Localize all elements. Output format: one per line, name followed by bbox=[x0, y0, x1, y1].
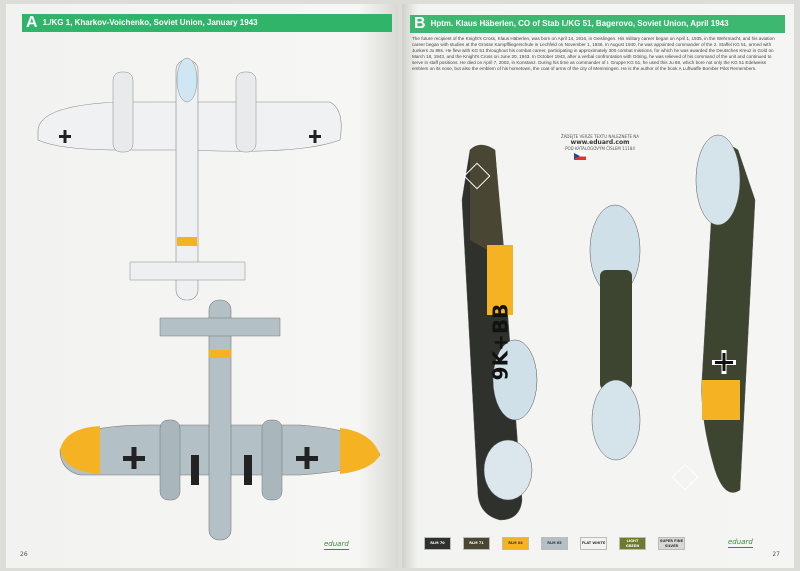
note-text: ŽÁDEJTE VERZE TEXTU NALEZNETE NA bbox=[560, 134, 640, 139]
brand-logo: eduard bbox=[324, 540, 349, 550]
profile-b-header: B Hptm. Klaus Häberlen, CO of Stab I./KG… bbox=[410, 15, 785, 33]
color-legend: RLM 70 RLM 71 RLM 04 RLM 65 FLAT WHITE LIGHT … bbox=[424, 537, 694, 550]
eduard-url: www.eduard.com bbox=[570, 139, 630, 146]
page-number: 26 bbox=[20, 551, 28, 558]
swatch-spacer bbox=[493, 537, 499, 550]
swatch-spacer bbox=[532, 537, 538, 550]
color-swatch: LIGHT GREEN bbox=[619, 537, 646, 550]
swatch-spacer bbox=[454, 537, 460, 550]
color-swatch: RLM 71 bbox=[463, 537, 490, 550]
swatch-spacer bbox=[610, 537, 616, 550]
brand-logo: eduard bbox=[728, 538, 753, 548]
profile-title: Hptm. Klaus Häberlen, CO of Stab I./KG 5… bbox=[430, 19, 729, 28]
profile-b-intro: B Hptm. Klaus Häberlen, CO of Stab I./KG… bbox=[410, 15, 785, 72]
profile-description: The future recipient of the Knight's Cro… bbox=[412, 36, 775, 71]
color-swatch: RLM 65 bbox=[541, 537, 568, 550]
aircraft-code: 9K+BB bbox=[488, 303, 513, 381]
page-number: 27 bbox=[772, 551, 780, 558]
color-swatch: SUPER FINE SILVER bbox=[658, 537, 685, 550]
profile-a-header: A 1./KG 1, Kharkov-Voichenko, Soviet Uni… bbox=[22, 14, 392, 32]
balkenkreuz-icon bbox=[59, 130, 321, 143]
note-text-2: POD KATALOGOVÝM ČÍSLEM 11184 bbox=[565, 146, 635, 151]
color-swatch: RLM 04 bbox=[502, 537, 529, 550]
eduard-note: ŽÁDEJTE VERZE TEXTU NALEZNETE NA www.edu… bbox=[560, 134, 640, 160]
swatch-spacer bbox=[688, 537, 694, 550]
profile-letter: A bbox=[26, 14, 38, 31]
color-swatch: RLM 70 bbox=[424, 537, 451, 550]
czech-flag-icon bbox=[574, 153, 586, 160]
swatch-spacer bbox=[571, 537, 577, 550]
color-swatch: FLAT WHITE bbox=[580, 537, 607, 550]
swatch-spacer bbox=[649, 537, 655, 550]
profile-letter: B bbox=[414, 15, 426, 32]
profile-title: 1./KG 1, Kharkov-Voichenko, Soviet Union… bbox=[42, 18, 258, 27]
